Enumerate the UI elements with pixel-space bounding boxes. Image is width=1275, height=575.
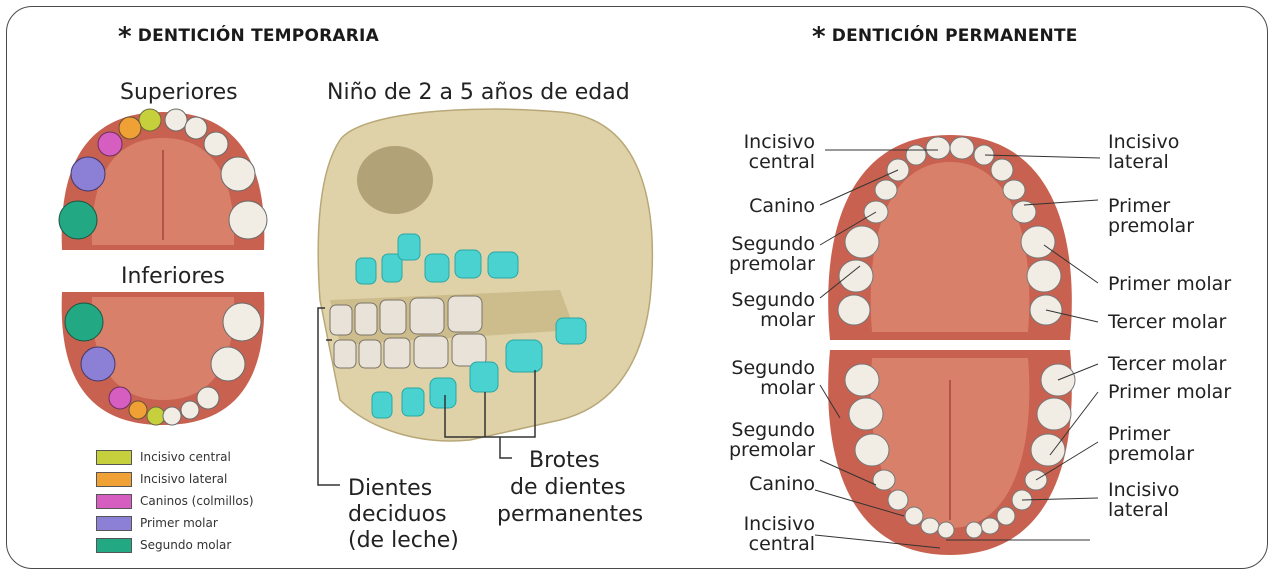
label-upper-incisivo-lateral: Incisivo lateral [1108, 132, 1218, 172]
label-lower-primer-molar: Primer molar [1108, 382, 1231, 402]
temporary-lower-arch [62, 292, 265, 425]
label-buds-2: de dientes [510, 475, 626, 500]
caption-superiores: Superiores [120, 80, 238, 105]
label-upper-canino: Canino [700, 196, 815, 216]
legend-item: Segundo molar [96, 537, 286, 555]
legend-swatch [96, 494, 132, 509]
legend-swatch [96, 516, 132, 531]
label-lower-segundo-premolar: Segundo premolar [690, 420, 815, 460]
legend-item: Incisivo lateral [96, 471, 286, 489]
legend-label: Incisivo central [140, 450, 231, 464]
legend-item: Incisivo central [96, 449, 286, 467]
legend-label: Primer molar [140, 516, 218, 530]
legend-swatch [96, 472, 132, 487]
label-buds-1: Brotes [529, 448, 600, 473]
legend-item: Caninos (colmillos) [96, 493, 286, 511]
label-upper-primer-premolar: Primer premolar [1108, 196, 1218, 236]
label-lower-incisivo-lateral: Incisivo lateral [1108, 480, 1218, 520]
label-lower-tercer-molar: Tercer molar [1108, 354, 1226, 374]
label-upper-incisivo-central: Incisivo central [700, 132, 815, 172]
caption-inferiores: Inferiores [121, 264, 225, 289]
label-lower-segundo-molar: Segundo molar [690, 358, 815, 398]
label-upper-segundo-premolar: Segundo premolar [690, 234, 815, 274]
child-skull [318, 109, 652, 441]
temporary-upper-arch [59, 109, 267, 250]
label-deciduous-1: Dientes [348, 476, 432, 501]
label-upper-tercer-molar: Tercer molar [1108, 312, 1226, 332]
legend-item: Primer molar [96, 515, 286, 533]
legend-swatch [96, 450, 132, 465]
caption-child-age: Niño de 2 a 5 años de edad [327, 80, 630, 105]
tooth-legend: Incisivo central Incisivo lateral Canino… [96, 449, 286, 559]
label-lower-canino: Canino [700, 474, 815, 494]
label-lower-incisivo-central: Incisivo central [700, 514, 815, 554]
legend-label: Caninos (colmillos) [140, 494, 254, 508]
permanent-upper-arch [828, 135, 1072, 340]
label-upper-segundo-molar: Segundo molar [690, 290, 815, 330]
label-deciduous-2: deciduos [348, 502, 447, 527]
label-deciduous-3: (de leche) [348, 528, 459, 553]
legend-label: Segundo molar [140, 538, 231, 552]
legend-label: Incisivo lateral [140, 472, 227, 486]
label-upper-primer-molar: Primer molar [1108, 274, 1231, 294]
legend-swatch [96, 538, 132, 553]
label-lower-primer-premolar: Primer premolar [1108, 424, 1218, 464]
permanent-lower-arch [828, 350, 1075, 555]
label-buds-3: permanentes [497, 502, 643, 527]
